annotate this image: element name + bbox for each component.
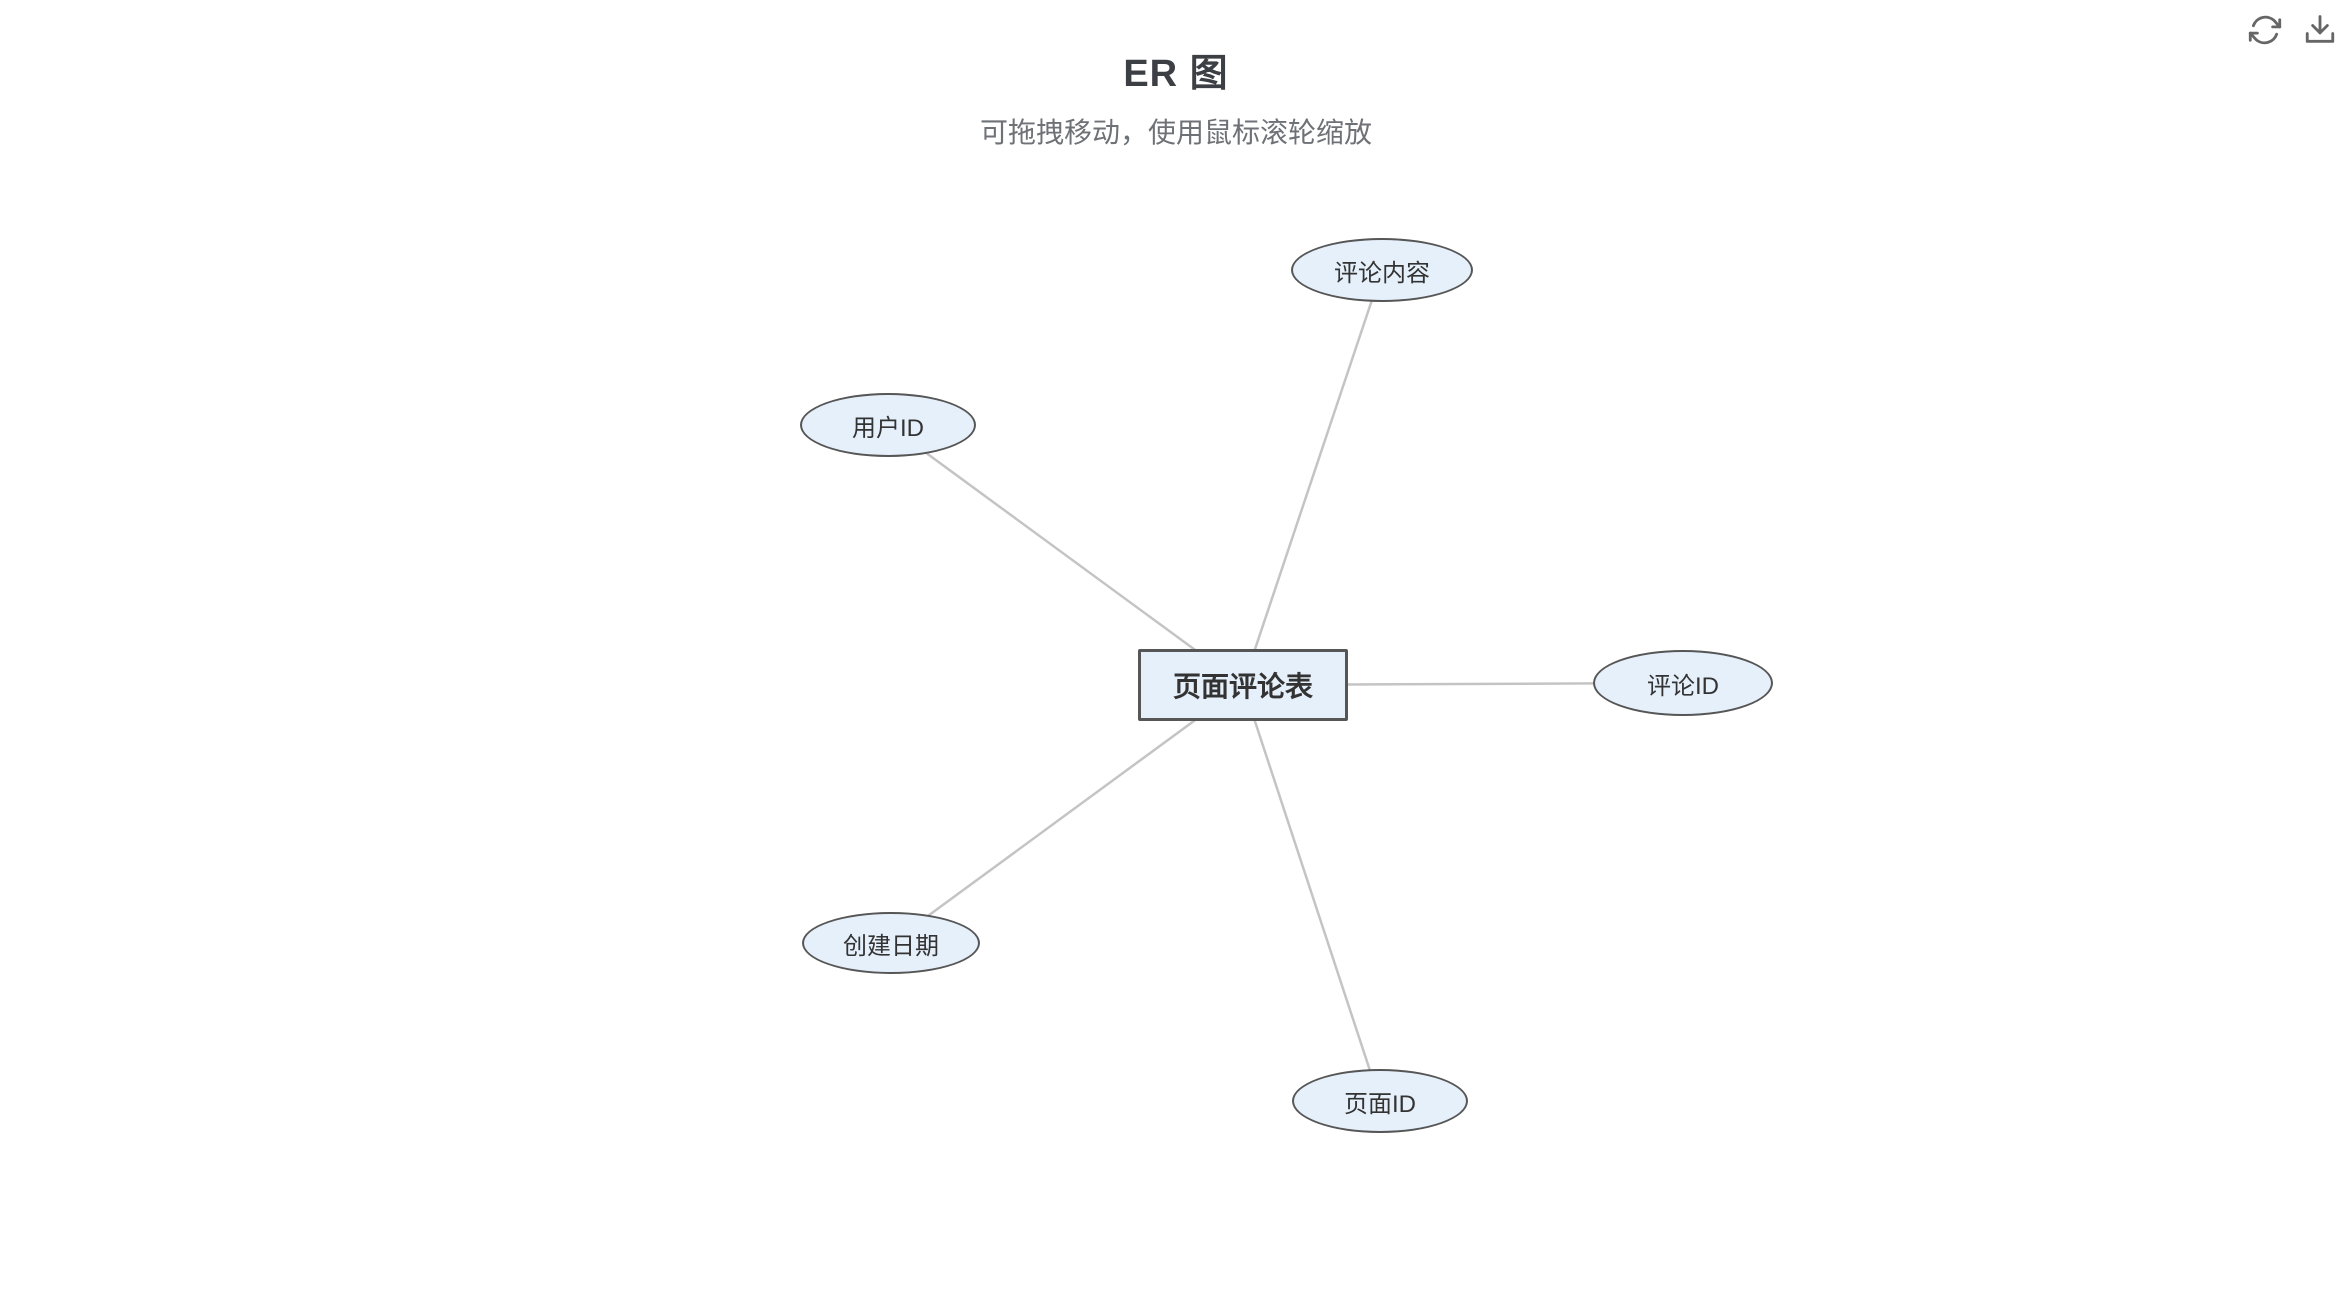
node-label: 评论ID	[1647, 672, 1719, 700]
node-label: 用户ID	[852, 414, 924, 442]
node-label: 页面ID	[1344, 1090, 1416, 1118]
attribute-node-comment-id[interactable]: 评论ID	[1593, 650, 1773, 716]
attribute-node-create-date[interactable]: 创建日期	[802, 912, 980, 974]
toolbar	[2247, 12, 2338, 48]
diagram-edge	[1241, 684, 1382, 1102]
download-button[interactable]	[2302, 12, 2338, 48]
node-label: 评论内容	[1334, 259, 1430, 287]
attribute-node-user-id[interactable]: 用户ID	[800, 393, 976, 457]
refresh-icon	[2248, 15, 2282, 45]
refresh-button[interactable]	[2247, 12, 2283, 48]
attribute-node-comment-content[interactable]: 评论内容	[1291, 238, 1473, 302]
node-label: 页面评论表	[1172, 671, 1313, 702]
diagram-edge	[1241, 269, 1384, 686]
diagram-edge	[887, 423, 1244, 687]
attribute-node-page-id[interactable]: 页面ID	[1292, 1069, 1468, 1133]
diagram-edge	[890, 683, 1244, 945]
download-icon	[2305, 15, 2335, 43]
entity-node-page-comments-table[interactable]: 页面评论表	[1138, 649, 1348, 721]
node-label: 创建日期	[843, 932, 939, 960]
